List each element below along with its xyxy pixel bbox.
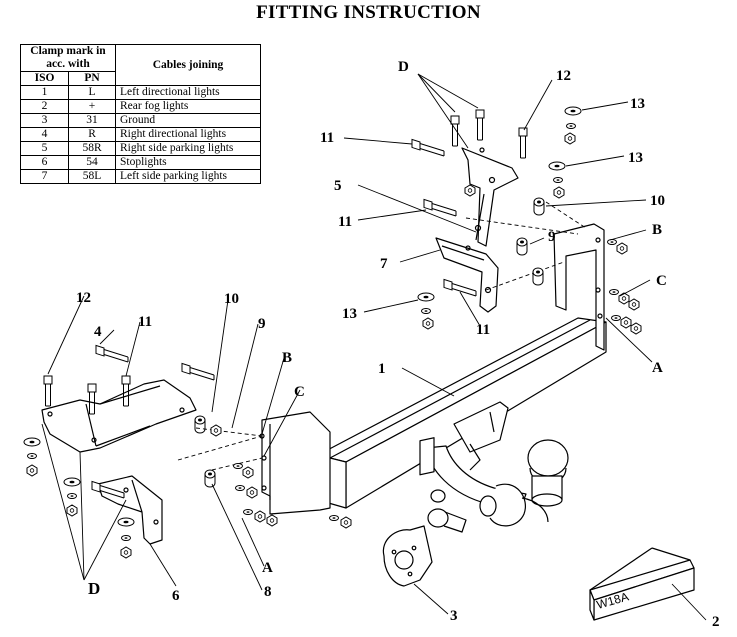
label-2: 2 — [712, 614, 720, 630]
clamp-mark-table: Clamp mark in acc. with Cables joining I… — [19, 44, 261, 184]
assembly-guide-lines — [177, 201, 587, 471]
label-11-top: 11 — [320, 130, 334, 146]
left-bracket-4 — [41, 379, 197, 453]
label-A-left: A — [262, 560, 273, 576]
label-B-right: B — [652, 222, 662, 238]
upper-right-bracket — [461, 147, 519, 247]
table-row: 7 58L Left side parking lights — [19, 169, 261, 184]
label-5: 5 — [334, 178, 342, 194]
packaging-box — [589, 547, 695, 621]
table-row: 4 R Right directional lights — [19, 127, 261, 142]
label-3: 3 — [450, 608, 458, 624]
label-4: 4 — [94, 324, 102, 340]
part-labels: D 12 13 11 13 5 10 11 9 B 7 C 13 11 A 1 … — [76, 59, 720, 630]
label-11-left: 11 — [138, 314, 152, 330]
label-13-mid: 13 — [628, 150, 643, 166]
label-12-right: 12 — [556, 68, 571, 84]
label-8: 8 — [264, 584, 272, 600]
label-11-low: 11 — [476, 322, 490, 338]
label-6: 6 — [172, 588, 180, 604]
right-bracket-7 — [435, 237, 499, 313]
label-C-left: C — [294, 384, 305, 400]
header-pn: PN — [68, 71, 116, 86]
label-1: 1 — [378, 361, 386, 377]
label-D-right: D — [398, 59, 409, 75]
cable-desc-cell: Left side parking lights — [115, 169, 261, 184]
page-title: FITTING INSTRUCTION — [256, 2, 481, 23]
label-13-low: 13 — [342, 306, 357, 322]
right-mounting-plate — [553, 223, 605, 351]
cable-desc-cell: Right side parking lights — [115, 141, 261, 156]
label-B-left: B — [282, 350, 292, 366]
label-C-right: C — [656, 273, 667, 289]
table-row: 3 31 Ground — [19, 113, 261, 128]
label-9-left: 9 — [258, 316, 266, 332]
table-row: 5 58R Right side parking lights — [19, 141, 261, 156]
left-mounting-plate — [259, 411, 331, 515]
label-A-right: A — [652, 360, 663, 376]
pn-cell: 58R — [68, 141, 116, 156]
label-9-right: 9 — [548, 229, 556, 245]
label-10-left: 10 — [224, 291, 239, 307]
table-row: 2 + Rear fog lights — [19, 99, 261, 114]
label-D-left: D — [88, 579, 100, 598]
label-12-left: 12 — [76, 290, 91, 306]
label-10-right: 10 — [650, 193, 665, 209]
label-13-top: 13 — [630, 96, 645, 112]
left-bracket-6 — [97, 475, 163, 545]
header-clamp-mark: Clamp mark in acc. with — [20, 44, 116, 72]
iso-cell: 7 — [19, 169, 70, 184]
label-11-mid: 11 — [338, 214, 352, 230]
socket-plate — [382, 437, 435, 587]
leader-lines — [41, 73, 707, 621]
tow-ball-assembly — [425, 401, 569, 533]
label-7: 7 — [380, 256, 388, 272]
